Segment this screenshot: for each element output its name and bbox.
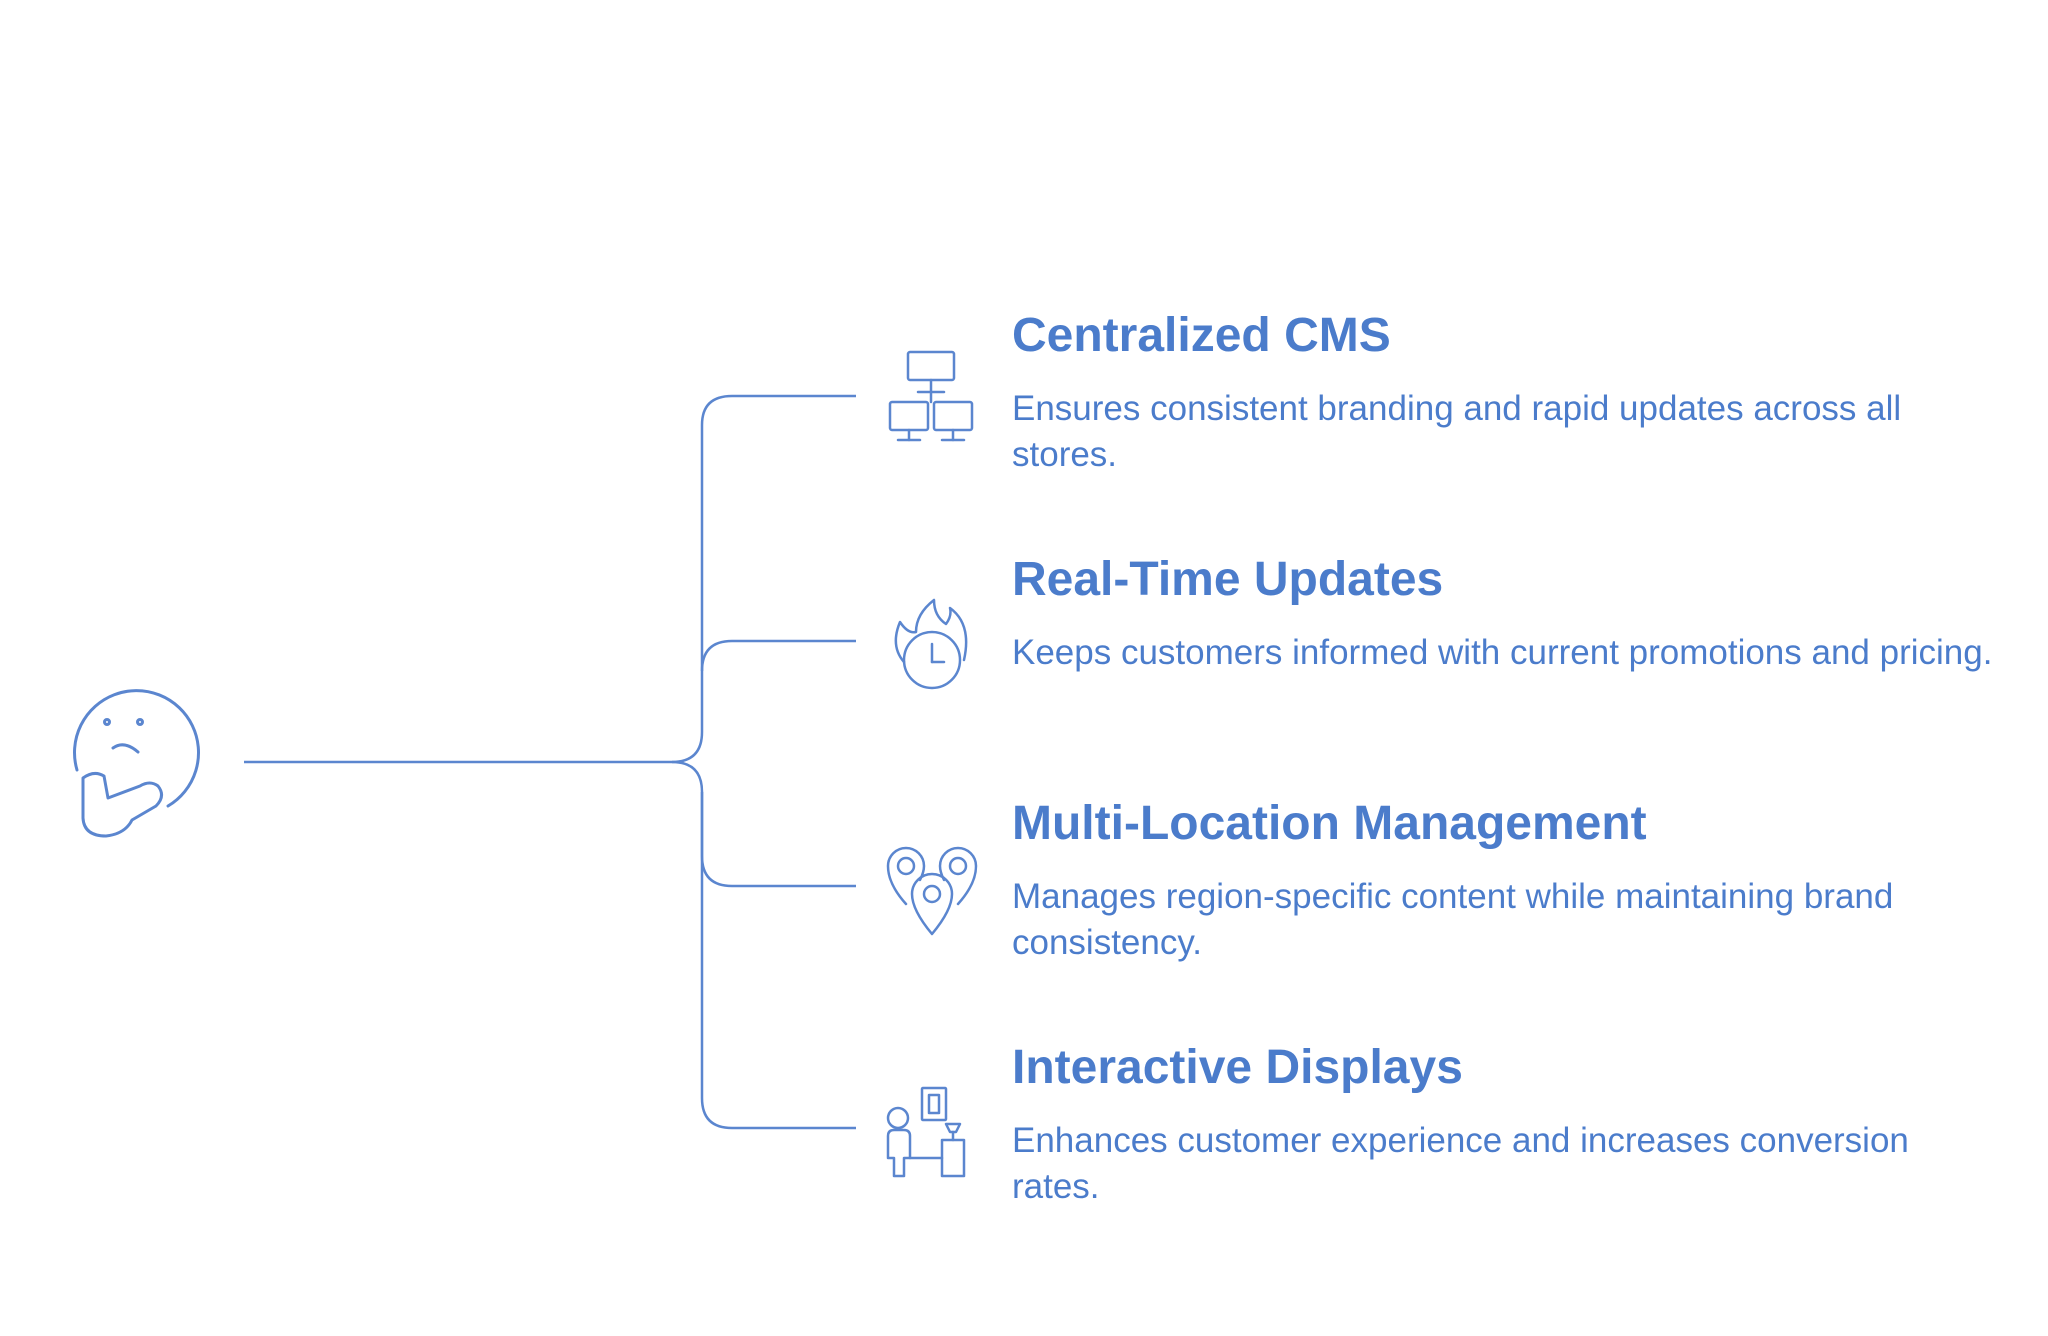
tree-connectors — [244, 394, 856, 1130]
branch-item-centralized-cms: Centralized CMS Ensures consistent brand… — [1012, 308, 2002, 478]
branch-title: Multi-Location Management — [1012, 797, 1647, 850]
branch-title: Centralized CMS — [1012, 309, 1391, 362]
person-at-kiosk-icon — [882, 1082, 982, 1182]
networked-computers-icon — [882, 348, 982, 448]
branch-item-interactive-displays: Interactive Displays Enhances customer e… — [1012, 1040, 2002, 1210]
branch-item-multi-location-management: Multi-Location Management Manages region… — [1012, 796, 2002, 966]
map-pins-icon — [882, 840, 982, 940]
branch-description: Enhances customer experience and increas… — [1012, 1121, 1909, 1206]
flaming-clock-icon — [882, 594, 982, 694]
branch-title: Interactive Displays — [1012, 1041, 1463, 1094]
branch-title: Real-Time Updates — [1012, 553, 1444, 606]
branch-description: Keeps customers informed with current pr… — [1012, 633, 1993, 672]
branch-description: Manages region-specific content while ma… — [1012, 877, 1894, 962]
thinking-face-icon — [73, 689, 201, 838]
branch-item-real-time-updates: Real-Time Updates Keeps customers inform… — [1012, 552, 2002, 676]
branch-description: Ensures consistent branding and rapid up… — [1012, 389, 1902, 474]
